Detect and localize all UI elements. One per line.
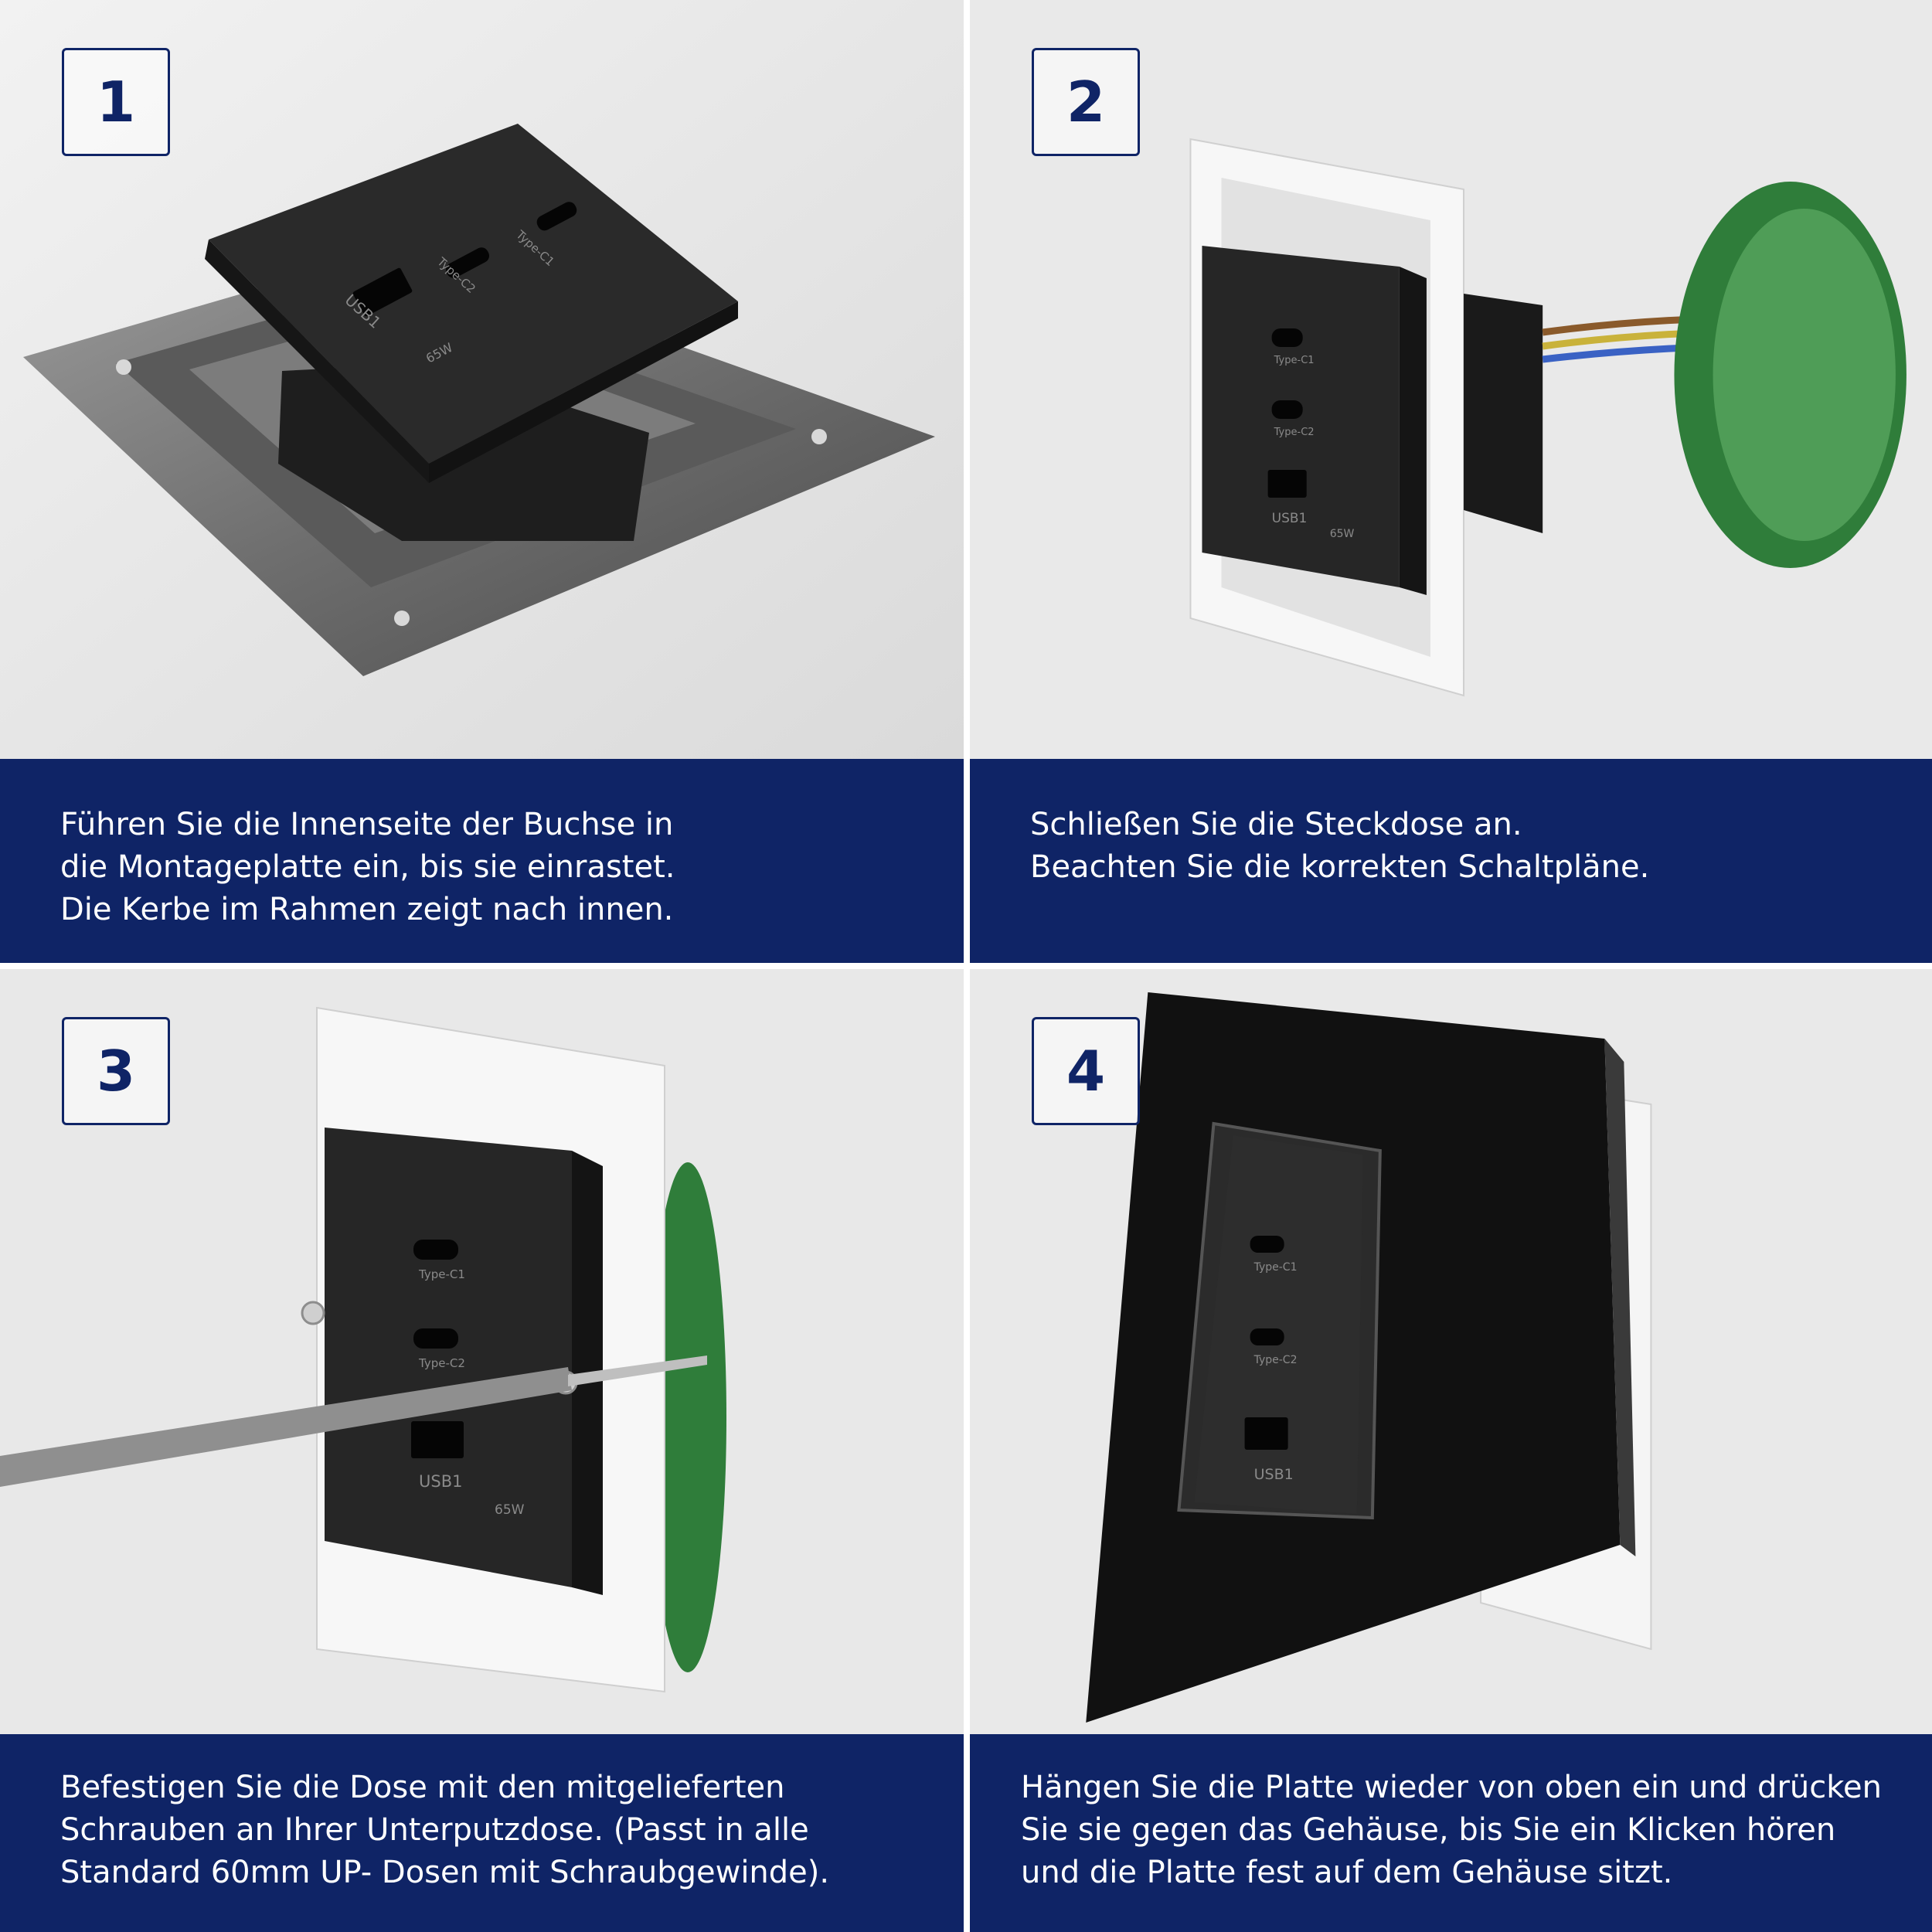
step-1-caption: Führen Sie die Innenseite der Buchse in … xyxy=(0,759,964,963)
step-2-line-1: Schließen Sie die Steckdose an. xyxy=(1030,807,1522,842)
step-3-label-type-c2: Type-C2 xyxy=(418,1356,465,1370)
step-3-line-2: Schrauben an Ihrer Unterputzdose. (Passt… xyxy=(60,1812,809,1848)
step-2-label-usb1: USB1 xyxy=(1272,511,1308,526)
step-4-caption: Hängen Sie die Platte wieder von oben ei… xyxy=(970,1734,1932,1932)
step-1-number: 1 xyxy=(62,48,170,156)
step-4-panel: Type-C1 Type-C2 USB1 4 Hängen Sie die Pl… xyxy=(970,969,1932,1932)
step-4-label-type-c1: Type-C1 xyxy=(1253,1261,1298,1274)
step-1-line-2: die Montageplatte ein, bis sie einrastet… xyxy=(60,849,675,885)
step-2-panel: Type-C1 Type-C2 USB1 65W 2 Schließen Sie… xyxy=(970,0,1932,963)
step-1-panel: Type-C1 Type-C2 USB1 65W 1 Führen Sie di… xyxy=(0,0,964,963)
step-2-line-2: Beachten Sie die korrekten Schaltpläne. xyxy=(1030,849,1650,885)
step-4-line-3: und die Platte fest auf dem Gehäuse sitz… xyxy=(1021,1855,1673,1890)
step-4-line-1: Hängen Sie die Platte wieder von oben ei… xyxy=(1021,1770,1882,1805)
step-4-line-2: Sie sie gegen das Gehäuse, bis Sie ein K… xyxy=(1021,1812,1836,1848)
step-2-label-type-c1: Type-C1 xyxy=(1274,355,1315,366)
step-2-power-label: 65W xyxy=(1330,528,1355,540)
step-3-number: 3 xyxy=(62,1017,170,1125)
step-3-caption: Befestigen Sie die Dose mit den mitgelie… xyxy=(0,1734,964,1932)
step-3-line-1: Befestigen Sie die Dose mit den mitgelie… xyxy=(60,1770,785,1805)
step-3-power-label: 65W xyxy=(495,1502,525,1518)
step-3-panel: Type-C1 Type-C2 USB1 65W 3 Befestigen Si… xyxy=(0,969,964,1932)
step-4-label-usb1: USB1 xyxy=(1254,1466,1294,1483)
step-3-line-3: Standard 60mm UP- Dosen mit Schraubgewin… xyxy=(60,1855,830,1890)
step-1-line-3: Die Kerbe im Rahmen zeigt nach innen. xyxy=(60,892,674,927)
step-3-label-usb1: USB1 xyxy=(419,1472,462,1491)
step-4-label-type-c2: Type-C2 xyxy=(1253,1354,1298,1366)
step-4-number: 4 xyxy=(1032,1017,1140,1125)
step-1-line-1: Führen Sie die Innenseite der Buchse in xyxy=(60,807,674,842)
step-1-photo: Type-C1 Type-C2 USB1 65W xyxy=(0,0,964,759)
step-2-number: 2 xyxy=(1032,48,1140,156)
step-3-label-type-c1: Type-C1 xyxy=(418,1267,465,1281)
step-2-label-type-c2: Type-C2 xyxy=(1274,427,1315,438)
step-2-caption: Schließen Sie die Steckdose an. Beachten… xyxy=(970,759,1932,963)
